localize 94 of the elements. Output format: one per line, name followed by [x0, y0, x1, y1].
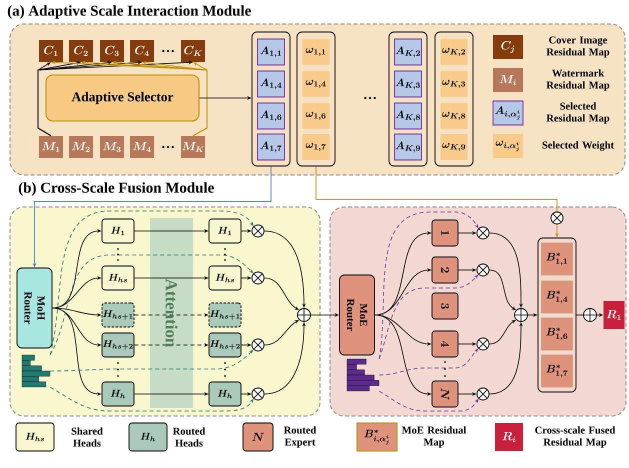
- node-caption: Cover Image Residual Map: [546, 36, 610, 58]
- watermark-map-box: $M_{K}$: [181, 136, 205, 158]
- key-box: $A_{i,\alpha^{i}_{j}}$: [492, 100, 524, 126]
- head-box: $H_{hs+2}$: [102, 332, 134, 358]
- column-frame: [538, 238, 576, 392]
- histogram-icon: [22, 354, 50, 388]
- cover-map-box: $C_{1}$: [39, 40, 63, 62]
- key-box: $N$: [242, 422, 274, 452]
- weight-box: $\omega_{1,1}$: [302, 39, 330, 65]
- weight-box: $\omega_{1,4}$: [302, 71, 330, 97]
- expert-box: $3$: [432, 292, 458, 320]
- residual-map-box: $A_{1,6}$: [257, 102, 285, 130]
- watermark-map-box: $M_{1}$: [39, 136, 63, 158]
- connector-line: [316, 166, 558, 212]
- key-box: $H_{hs}$: [16, 422, 54, 452]
- dashed-arrow: [378, 274, 478, 360]
- watermark-map-box: $M_{3}$: [100, 136, 124, 158]
- head-box: $H_{hs}$: [102, 266, 134, 290]
- dashed-arrow: [50, 350, 254, 372]
- residual-map-box: $B^{*}_{1,7}$: [541, 354, 573, 388]
- weight-box: $\omega_{K,9}$: [440, 134, 468, 160]
- key-box: $\omega_{i,\alpha^{i}_{j}}$: [493, 134, 523, 158]
- node-caption: Shared Heads: [72, 427, 103, 447]
- sum-circle: [582, 308, 598, 322]
- connector-line: [576, 314, 584, 316]
- arrow: [192, 62, 208, 136]
- head-box: $H_{hs+2}$: [208, 332, 242, 358]
- weight-box: $\omega_{K,2}$: [440, 39, 468, 65]
- fused-map-box: $R_{1}$: [604, 301, 624, 329]
- expert-box: $2$: [432, 256, 458, 284]
- node-caption: Routed Expert: [284, 426, 316, 448]
- weight-box: $\omega_{1,7}$: [302, 134, 330, 160]
- cover-map-box: $C_{K}$: [181, 40, 205, 62]
- key-box: $M_{i}$: [493, 68, 523, 92]
- expert-box: $N$: [432, 380, 458, 408]
- head-box: $H_{hs+1}$: [102, 302, 134, 328]
- residual-map-box: $B^{*}_{1,1}$: [541, 242, 573, 276]
- head-box: $H_{hs}$: [208, 266, 242, 290]
- node-caption: Selected Weight: [542, 141, 614, 151]
- column-frame: [434, 32, 474, 166]
- head-box: $H_{1}$: [102, 218, 134, 244]
- sum-circle: [296, 308, 312, 322]
- key-box: $H_{h}$: [128, 422, 168, 452]
- dashed-arrow: [378, 390, 478, 412]
- cover-map-box: $C_{2}$: [69, 40, 93, 62]
- residual-map-box: $B^{*}_{1,6}$: [541, 318, 573, 350]
- weight-box: $\omega_{K,8}$: [440, 103, 468, 129]
- router-box: MoH Router: [16, 268, 52, 348]
- residual-map-box: $A_{1,7}$: [257, 134, 285, 160]
- node-caption: Selected Residual Map: [546, 102, 610, 124]
- residual-map-box: $B^{*}_{1,4}$: [541, 280, 573, 314]
- dashed-arrow: [50, 210, 254, 356]
- residual-map-box: $A_{K,3}$: [394, 70, 422, 98]
- ellipsis: …: [364, 96, 376, 100]
- residual-map-box: $A_{K,9}$: [394, 134, 422, 160]
- expert-box: $1$: [432, 220, 458, 246]
- histogram-icon: [346, 358, 380, 392]
- residual-map-box: $A_{K,8}$: [394, 102, 422, 130]
- dashed-arrow: [378, 348, 478, 376]
- dashed-arrow: [50, 254, 254, 356]
- head-box: $H_{h}$: [102, 382, 134, 406]
- weight-box: $\omega_{K,3}$: [440, 71, 468, 97]
- weight-box: $\omega_{1,6}$: [302, 103, 330, 129]
- key-box: $B^{*}_{i,\alpha^{i}_{j}}$: [356, 422, 398, 452]
- router-box: MoE Router: [339, 274, 375, 356]
- key-box: $R_{i}$: [495, 423, 523, 451]
- watermark-map-box: $M_{4}$: [130, 136, 154, 158]
- column-frame: [252, 32, 290, 166]
- cover-map-box: $C_{4}$: [130, 40, 154, 62]
- residual-map-box: $A_{1,4}$: [257, 70, 285, 98]
- dashed-arrow: [50, 386, 254, 412]
- residual-map-box: $A_{K,2}$: [394, 38, 422, 66]
- band-label: Attention: [166, 278, 178, 348]
- ellipsis: …: [162, 50, 174, 52]
- key-box: $C_{j}$: [493, 35, 523, 59]
- dashed-arrow: [378, 212, 478, 360]
- selector-box: Adaptive Selector: [45, 74, 200, 122]
- residual-map-box: $A_{1,1}$: [257, 38, 285, 66]
- ellipsis: …: [162, 146, 174, 148]
- sum-circle: [514, 308, 528, 322]
- watermark-map-box: $M_{2}$: [69, 136, 93, 158]
- column-frame: [296, 32, 336, 166]
- module-title: (a) Adaptive Scale Interaction Module: [8, 5, 251, 19]
- node-caption: Watermark Residual Map: [546, 69, 610, 91]
- node-caption: Routed Heads: [172, 427, 206, 447]
- node-caption: Cross-scale Fused Residual Map: [535, 426, 616, 448]
- head-box: $H_{hs+1}$: [208, 302, 242, 328]
- module-title: (b) Cross-Scale Fusion Module: [18, 182, 214, 196]
- head-box: $H_{h}$: [208, 382, 242, 406]
- node-caption: MoE Residual Map: [402, 426, 466, 448]
- expert-box: $4$: [432, 330, 458, 358]
- cover-map-box: $C_{3}$: [100, 40, 124, 62]
- column-frame: [388, 32, 428, 166]
- head-box: $H_{1}$: [208, 218, 242, 244]
